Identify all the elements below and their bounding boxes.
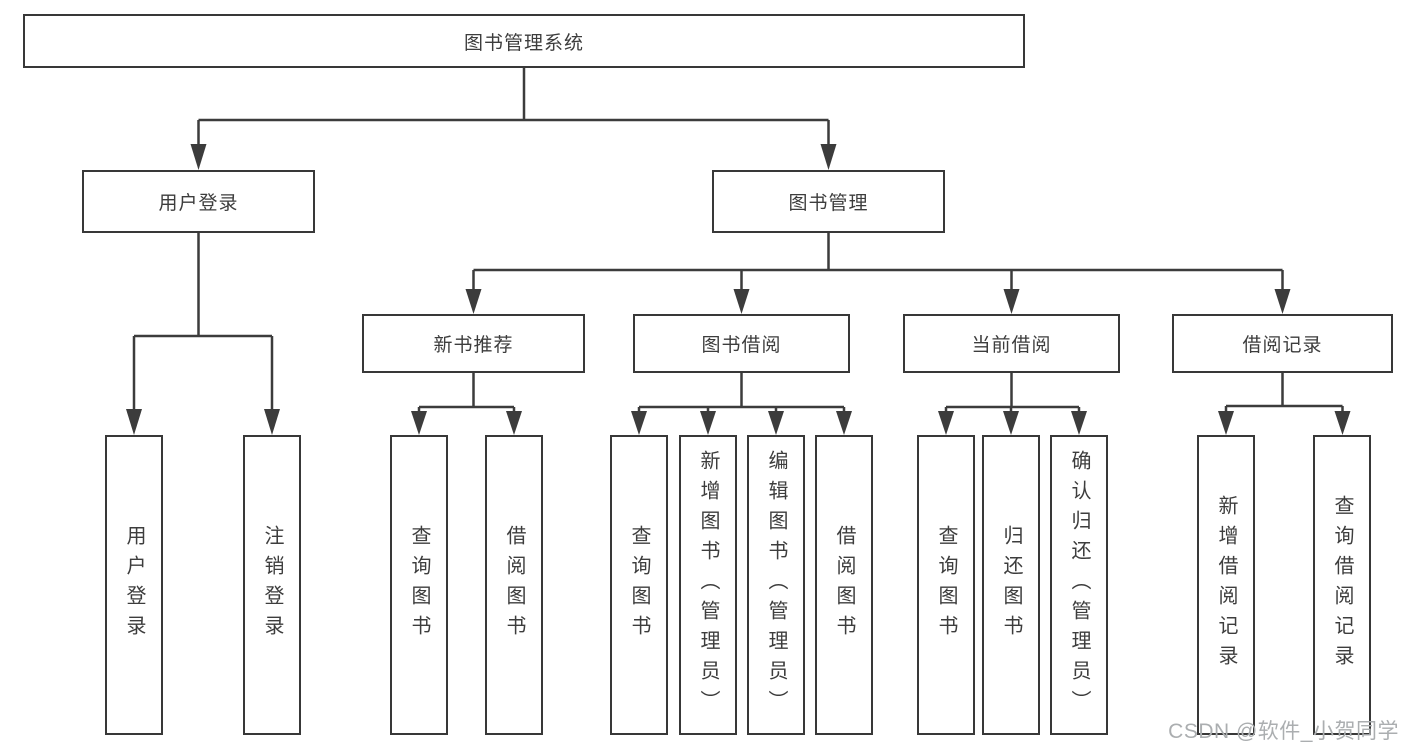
node-leaf-add-books-admin: 新增图书（管理员） [679, 435, 737, 735]
node-book-borrowing-label: 图书借阅 [701, 335, 782, 356]
node-leaf-borrow-books-borrowing: 借阅图书 [815, 435, 873, 735]
node-leaf-add-borrow-record: 新增借阅记录 [1197, 435, 1255, 735]
node-user-login: 用户登录 [82, 170, 315, 233]
node-leaf-user-login-label: 用户登录 [123, 525, 145, 645]
node-leaf-query-books-recommend-label: 查询图书 [408, 525, 430, 645]
node-current-borrowing-label: 当前借阅 [971, 335, 1052, 356]
node-leaf-edit-books-admin: 编辑图书（管理员） [747, 435, 805, 735]
node-leaf-borrow-books-recommend: 借阅图书 [485, 435, 543, 735]
connector-book-borrowing-to-children [631, 373, 852, 435]
node-leaf-logout: 注销登录 [243, 435, 301, 735]
node-leaf-borrow-books-recommend-label: 借阅图书 [503, 525, 525, 645]
connector-borrowing-records-to-children [1218, 373, 1351, 435]
node-book-management-label: 图书管理 [788, 193, 869, 214]
node-leaf-logout-label: 注销登录 [261, 525, 283, 645]
node-leaf-query-books-current: 查询图书 [917, 435, 975, 735]
node-leaf-user-login: 用户登录 [105, 435, 163, 735]
node-new-book-recommend: 新书推荐 [362, 314, 585, 373]
node-leaf-query-books-recommend: 查询图书 [390, 435, 448, 735]
node-user-login-label: 用户登录 [158, 193, 239, 214]
connector-book-management-to-level3 [465, 233, 1291, 314]
node-leaf-return-books-label: 归还图书 [1000, 525, 1022, 645]
node-borrowing-records: 借阅记录 [1172, 314, 1393, 373]
node-new-book-recommend-label: 新书推荐 [433, 335, 514, 356]
node-borrowing-records-label: 借阅记录 [1242, 335, 1323, 356]
connector-root-to-level2 [190, 68, 837, 170]
node-leaf-query-books-borrowing: 查询图书 [610, 435, 668, 735]
connector-user-login-to-children [126, 233, 280, 435]
node-leaf-query-borrow-record-label: 查询借阅记录 [1331, 495, 1353, 675]
node-root-label: 图书管理系统 [463, 32, 584, 54]
node-leaf-add-borrow-record-label: 新增借阅记录 [1215, 495, 1237, 675]
node-leaf-add-books-admin-label: 新增图书（管理员） [697, 450, 719, 720]
node-leaf-borrow-books-borrowing-label: 借阅图书 [833, 525, 855, 645]
csdn-watermark: CSDN @软件_小贺同学 [1168, 720, 1399, 743]
node-root: 图书管理系统 [23, 14, 1025, 68]
node-leaf-edit-books-admin-label: 编辑图书（管理员） [765, 450, 787, 720]
node-leaf-return-books: 归还图书 [982, 435, 1040, 735]
node-leaf-query-books-current-label: 查询图书 [935, 525, 957, 645]
connector-current-borrowing-to-children [938, 373, 1087, 435]
node-book-management: 图书管理 [712, 170, 945, 233]
node-book-borrowing: 图书借阅 [633, 314, 850, 373]
connector-new-book-recommend-to-children [411, 373, 522, 435]
node-leaf-confirm-return-admin-label: 确认归还（管理员） [1068, 450, 1090, 720]
node-leaf-query-borrow-record: 查询借阅记录 [1313, 435, 1371, 735]
node-current-borrowing: 当前借阅 [903, 314, 1120, 373]
node-leaf-confirm-return-admin: 确认归还（管理员） [1050, 435, 1108, 735]
node-leaf-query-books-borrowing-label: 查询图书 [628, 525, 650, 645]
